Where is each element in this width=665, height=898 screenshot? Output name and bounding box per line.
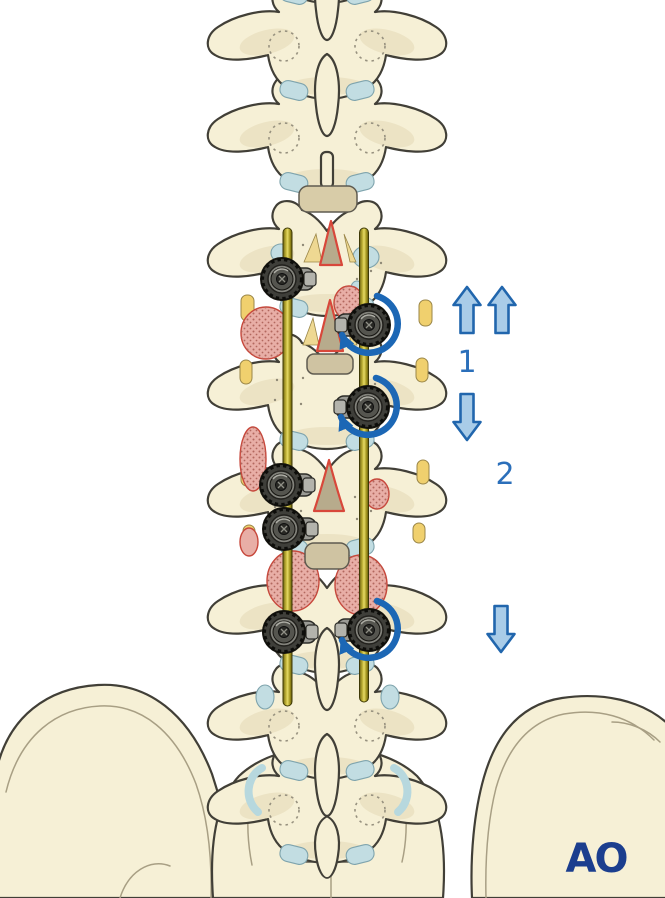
decortication-and-graft [239, 185, 433, 616]
pelvis-right-ilium [470, 695, 665, 898]
rotation-arrow-icon [337, 374, 400, 439]
spinous-process [313, 52, 341, 138]
step-1-label: 1 [457, 345, 476, 380]
up-block-arrow-icon [452, 285, 482, 335]
spinous-process [313, 626, 341, 712]
rotation-arrow-icon [338, 292, 401, 357]
down-block-arrow-icon [486, 604, 516, 654]
ao-logo: AO [566, 836, 627, 882]
decorticated-spinous-process [312, 458, 346, 513]
pelvis-left-ilium [0, 683, 231, 898]
facet-crescent-left [244, 764, 266, 816]
spinous-process [313, 732, 341, 818]
cut-lamina-surface [306, 353, 354, 375]
decorticated-spinous-process [318, 219, 344, 267]
step-2-label: 2 [495, 457, 514, 492]
spinous-ridge [319, 150, 335, 190]
up-block-arrow-icon [487, 285, 517, 335]
decorticated-spinous-process [315, 298, 345, 353]
interlaminar-dome [298, 185, 358, 213]
spinous-process [313, 815, 341, 880]
cut-lamina-surface [304, 542, 350, 570]
vertebra-column [206, 0, 448, 880]
facet-oval-right [380, 684, 400, 710]
facet-oval-left [255, 684, 275, 710]
rotation-arrow-icon [338, 597, 401, 662]
bone-graft [239, 285, 390, 616]
facet-crescent-right [390, 764, 412, 816]
down-block-arrow-icon [452, 392, 482, 442]
